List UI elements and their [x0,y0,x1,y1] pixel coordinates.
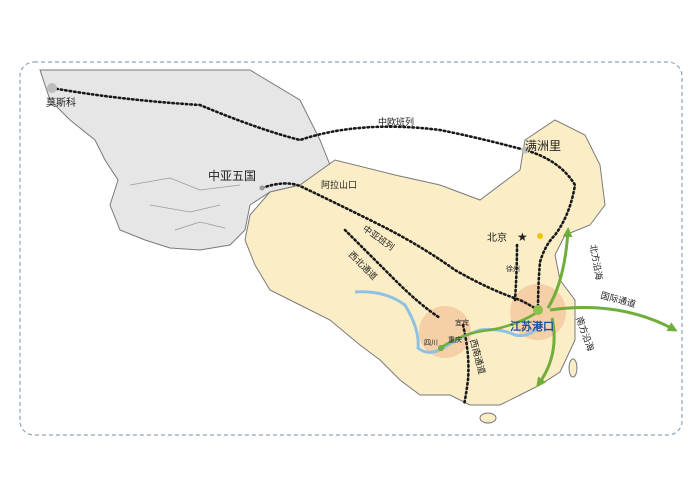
route-southwest [461,323,470,407]
hainan-island [479,412,497,424]
beijing-star-icon: ★ [517,230,528,244]
label-yibin: 宜宾 [455,318,469,327]
arrow-north-coastal [546,227,573,309]
label-chongqing: 重庆 [448,335,462,344]
arrow-international [549,306,678,332]
label-alashankou: 阿拉山口 [321,179,357,191]
tianjin-marker [537,233,543,239]
label-route-china-europe-north: 中欧班列 [378,116,414,128]
moscow-marker [47,83,57,93]
central-asia-borders [129,177,241,231]
map-frame [19,61,683,436]
route-china-europe-north [50,86,577,312]
label-moscow: 莫斯科 [46,96,76,109]
label-central-asia: 中亚五国 [208,168,256,183]
russia-central-asia-region [39,69,331,251]
route-china-europe-west [260,182,540,312]
route-xuzhou-spur [513,243,519,302]
label-sichuan: 四川 [424,339,438,347]
manzhouli-marker [521,146,529,154]
sichuan-chongqing-highlight [419,306,471,358]
central-asia-marker [259,185,265,191]
label-jiangsu-port: 江苏港口 [510,319,554,333]
label-manzhouli: 满洲里 [525,139,561,153]
jiangsu-port-marker [533,305,543,315]
label-beijing: 北京 [487,231,507,244]
label-south-coastal: 南方沿海 [573,315,597,353]
rail-routes [50,86,577,407]
taiwan-island [568,358,578,378]
yangtze-river [354,290,542,354]
route-yangtze-green [439,310,539,350]
arrow-south-coastal [536,317,556,388]
route-northwest [343,228,442,320]
sea-routes [536,227,678,388]
label-north-coastal: 北方沿海 [587,243,605,281]
sichuan-marker [438,345,444,351]
label-xuzhou: 徐州 [506,264,520,273]
